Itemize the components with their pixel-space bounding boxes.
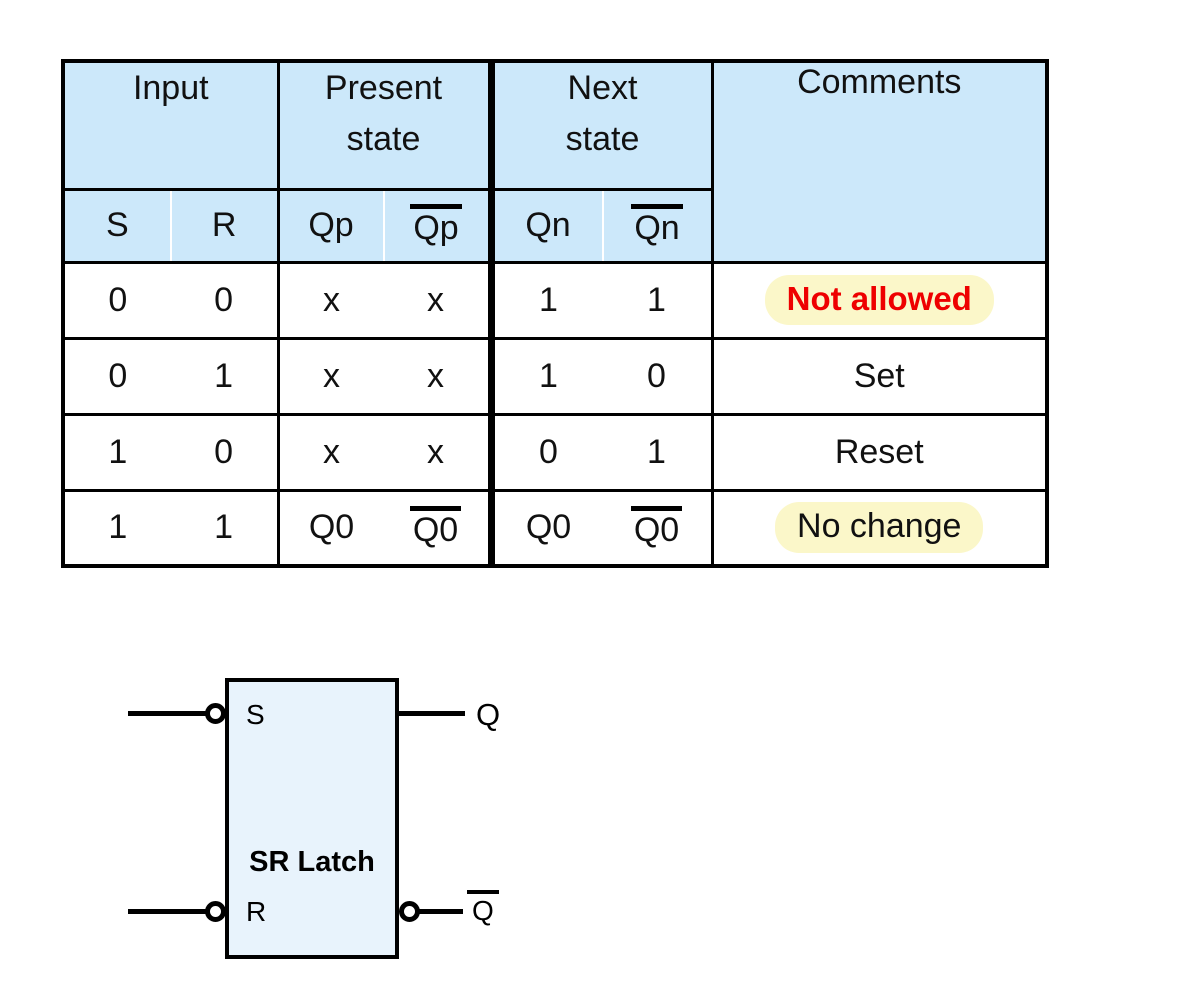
- cell-present-state: x x: [276, 336, 493, 416]
- cell-qp-value: Q0: [308, 508, 355, 547]
- cell-next-state: Q0 Q0: [487, 488, 714, 568]
- cell-qp-value: x: [323, 432, 340, 471]
- q-output-label: Q: [476, 697, 501, 732]
- q-output-wire: [399, 711, 465, 716]
- cell-present-state: Q0 Q0: [276, 488, 493, 568]
- header-qn-qnbar: Qn Qn: [487, 187, 714, 264]
- header-next-state: Next state: [487, 59, 714, 191]
- cell-present-state: x x: [276, 260, 493, 340]
- header-divider: [601, 190, 604, 261]
- comment-set: Set: [853, 356, 905, 395]
- header-present-state: Present state: [276, 59, 493, 191]
- cell-qn-value: 1: [539, 280, 558, 319]
- cell-next-state: 1 0: [487, 336, 714, 416]
- cell-qnbar-value: 1: [647, 280, 666, 319]
- overline-q0: Q0: [630, 505, 683, 549]
- cell-qn-value: 0: [539, 432, 558, 471]
- header-qp-label: Qp: [308, 206, 354, 244]
- r-input-wire: [128, 909, 206, 914]
- overline-q0: Q0: [409, 505, 462, 549]
- cell-input: 1 0: [61, 412, 280, 492]
- r-pin-label: R: [246, 896, 267, 927]
- s-inversion-bubble-icon: [205, 703, 226, 724]
- qbar-output-label: Q: [467, 890, 499, 927]
- header-qpbar-label: Qp: [385, 203, 488, 248]
- header-present-line2: state: [346, 120, 421, 158]
- table-row: 1 1 Q0 Q0 Q0 Q0 No change: [61, 488, 1049, 568]
- table-row: 0 1 x x 1 0 Set: [61, 336, 1049, 416]
- cell-s-value: 1: [108, 432, 128, 471]
- header-divider: [382, 190, 385, 261]
- table-row: 0 0 x x 1 1 Not allowed: [61, 260, 1049, 340]
- overline-q: Q: [467, 890, 499, 925]
- header-s-label: S: [106, 206, 129, 244]
- header-next-line1: Next: [567, 69, 638, 107]
- header-comments-label: Comments: [797, 63, 962, 101]
- header-signal-row: S R Qp Qp Qn Qn: [61, 187, 1047, 264]
- cell-qnbar-value: 1: [647, 432, 666, 471]
- cell-qpbar-value: x: [427, 432, 444, 471]
- cell-r-value: 1: [214, 508, 234, 547]
- cell-input: 0 0: [61, 260, 280, 340]
- cell-comment: Not allowed: [710, 260, 1049, 340]
- cell-qp-value: x: [323, 280, 340, 319]
- cell-qp-value: x: [323, 356, 340, 395]
- cell-next-state: 1 1: [487, 260, 714, 340]
- cell-input: 0 1: [61, 336, 280, 416]
- latch-body: [225, 678, 399, 959]
- comment-no-change: No change: [775, 502, 984, 554]
- cell-comment: No change: [710, 488, 1049, 568]
- cell-present-state: x x: [276, 412, 493, 492]
- header-group-row: Input Present state Next state Comments: [61, 59, 1049, 264]
- cell-qn-value: Q0: [525, 508, 572, 547]
- cell-qnbar-value: 0: [647, 356, 666, 395]
- cell-qnbar-value: Q0: [603, 505, 711, 550]
- header-qnbar-label: Qn: [604, 203, 711, 248]
- r-inversion-bubble-icon: [205, 901, 226, 922]
- cell-qn-value: 1: [539, 356, 558, 395]
- sr-latch-truth-table: Input Present state Next state Comments …: [61, 59, 1049, 568]
- header-present-line1: Present: [324, 69, 443, 107]
- overline-qp: Qp: [410, 203, 462, 247]
- cell-next-state: 0 1: [487, 412, 714, 492]
- s-pin-label: S: [246, 699, 265, 730]
- header-s-r: S R: [61, 187, 280, 264]
- cell-r-value: 1: [214, 356, 234, 395]
- overline-qn: Qn: [631, 203, 683, 247]
- header-divider: [169, 190, 172, 261]
- header-qn-label: Qn: [525, 206, 571, 244]
- qbar-inversion-bubble-icon: [399, 901, 420, 922]
- cell-r-value: 0: [214, 432, 234, 471]
- header-input: Input: [61, 59, 280, 191]
- header-qp-qpbar: Qp Qp: [276, 187, 493, 264]
- header-comments: Comments: [710, 59, 1049, 264]
- s-input-wire: [128, 711, 206, 716]
- header-r-label: R: [211, 206, 237, 244]
- comment-reset: Reset: [834, 432, 924, 471]
- header-input-label: Input: [132, 69, 209, 107]
- cell-qpbar-value: Q0: [384, 505, 488, 550]
- cell-qpbar-value: x: [427, 280, 444, 319]
- cell-r-value: 0: [214, 280, 234, 319]
- qbar-output-wire: [419, 909, 463, 914]
- latch-title: SR Latch: [249, 846, 375, 878]
- cell-s-value: 1: [108, 508, 128, 547]
- cell-input: 1 1: [61, 488, 280, 568]
- cell-comment: Set: [710, 336, 1049, 416]
- cell-s-value: 0: [108, 280, 128, 319]
- cell-s-value: 0: [108, 356, 128, 395]
- cell-qpbar-value: x: [427, 356, 444, 395]
- table-row: 1 0 x x 0 1 Reset: [61, 412, 1049, 492]
- comment-not-allowed: Not allowed: [764, 275, 994, 325]
- cell-comment: Reset: [710, 412, 1049, 492]
- header-next-line2: state: [565, 120, 640, 158]
